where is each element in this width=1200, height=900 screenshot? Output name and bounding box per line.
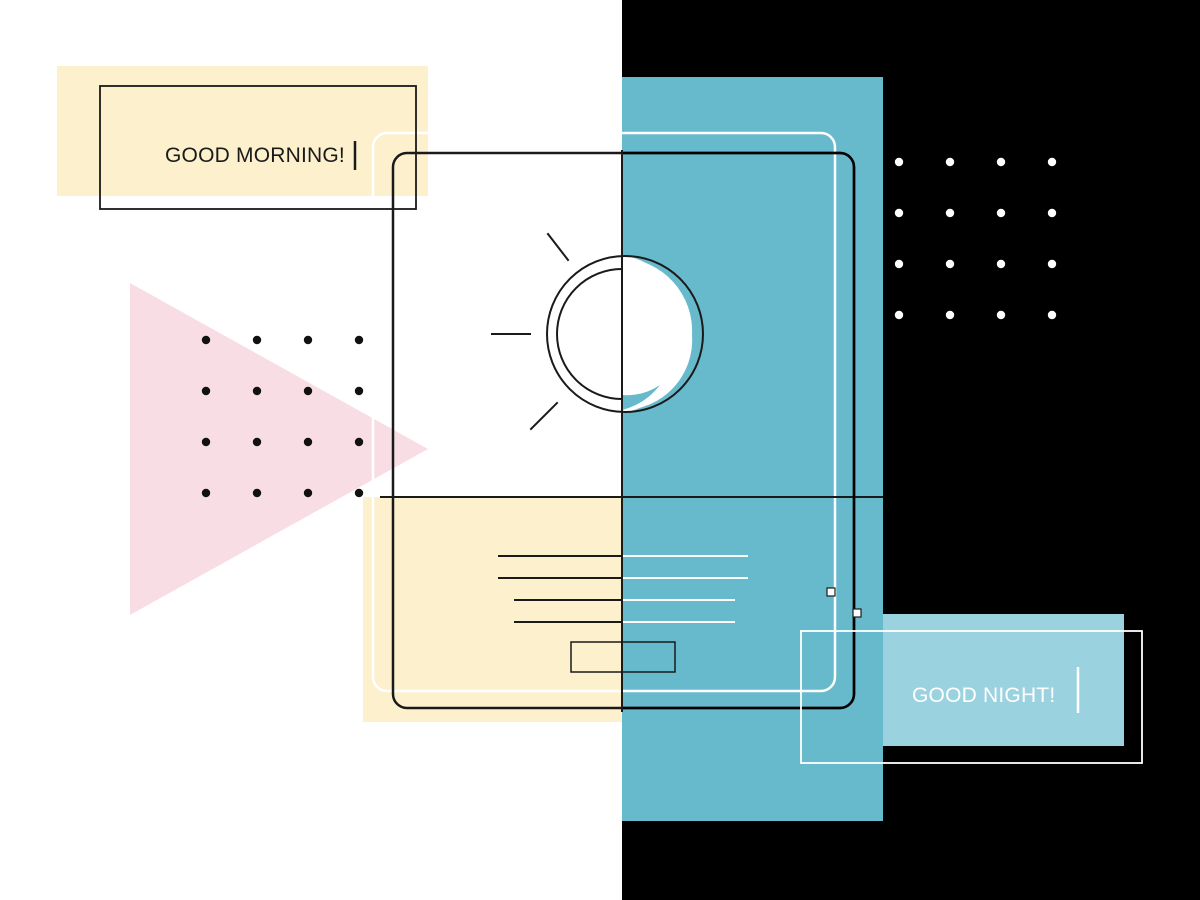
night-label: GOOD NIGHT! [912,684,1056,707]
sun-icon [491,232,570,431]
cream-card-bottom-block [363,497,622,722]
night-label-block [883,614,1124,746]
morning-label: GOOD MORNING! [165,144,345,167]
teal-panel [622,77,883,821]
handle-square-1 [826,587,836,597]
morning-label-outline [99,85,417,210]
morning-label-block [57,66,428,196]
sun-inner-ring [556,268,623,400]
night-label-outline [800,630,1143,764]
dot-grid-left [201,335,364,498]
sun-outer-ring [546,255,704,413]
back-card-outline [371,131,837,693]
handle-square-2 [852,608,862,618]
moon-icon [622,255,693,413]
main-card-outline-night [622,151,856,710]
dot-grid-right [894,157,1057,320]
card-text-lines-day [498,555,622,623]
pink-triangle [130,283,428,615]
card-text-lines-night [622,555,748,623]
